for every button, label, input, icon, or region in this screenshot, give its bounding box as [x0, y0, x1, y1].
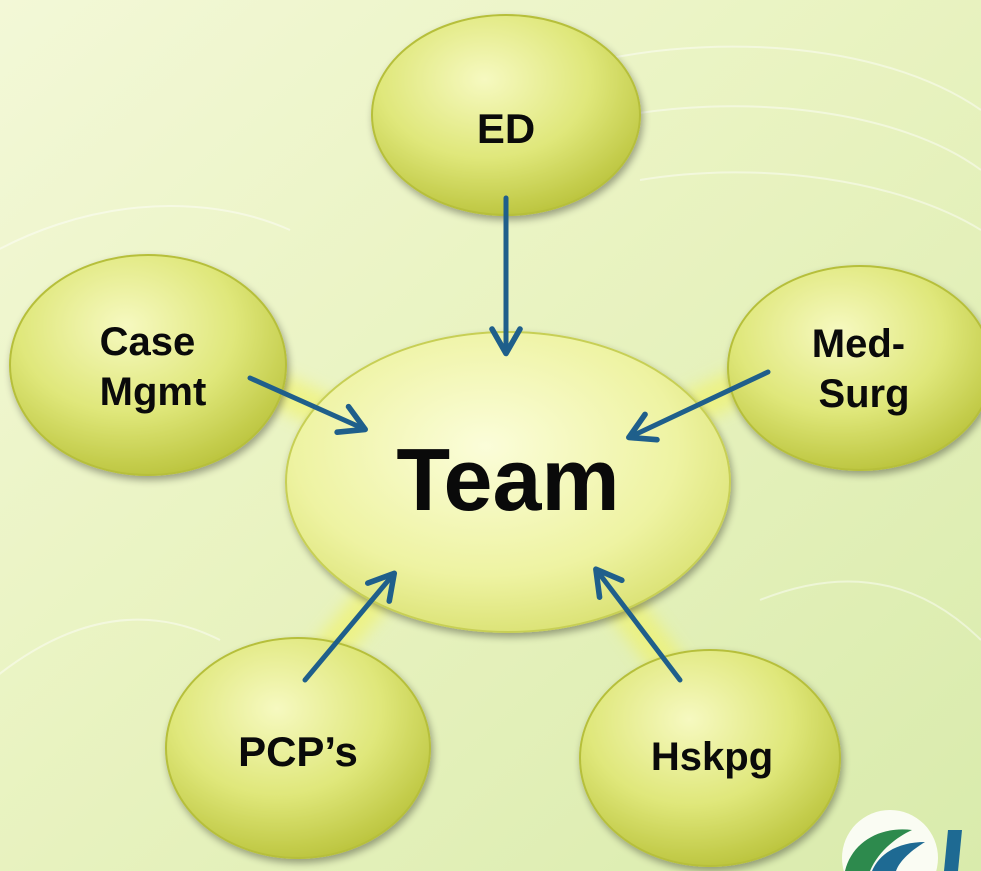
- satellite-hskpg: [579, 649, 841, 867]
- satellite-pcps: [165, 637, 431, 859]
- arrow-med-surg-to-center: [626, 369, 771, 443]
- satellite-med-surg-line-1: Med-: [812, 322, 905, 366]
- arrows: [247, 195, 771, 683]
- satellite-pcps-label: PCP’s: [238, 728, 358, 775]
- satellite-pcps-line-1: PCP’s: [238, 728, 358, 775]
- satellite-ed-label: ED: [477, 105, 535, 152]
- logo-swoosh-green: [845, 829, 912, 871]
- arrow-hskpg-to-center: [593, 566, 683, 683]
- satellite-med-surg-line-2: Surg: [818, 372, 909, 416]
- arrow-case-mgmt-to-center: [247, 375, 368, 436]
- center-label: Team: [396, 430, 619, 529]
- background-swirls: [0, 45, 981, 675]
- logo: [842, 810, 962, 871]
- satellite-med-surg-label: Med- Surg: [812, 322, 916, 416]
- satellite-hskpg-line-1: Hskpg: [651, 735, 773, 779]
- satellite-ed-line-1: ED: [477, 105, 535, 152]
- satellite-case-mgmt-line-1: Case: [100, 320, 196, 364]
- logo-mark: [944, 830, 962, 871]
- satellite-hskpg-label: Hskpg: [651, 735, 773, 779]
- arrow-pcps-to-center: [302, 570, 398, 683]
- satellite-case-mgmt-label: Case Mgmt: [100, 320, 207, 414]
- satellite-case-mgmt: [9, 254, 287, 476]
- satellite-case-mgmt-line-2: Mgmt: [100, 370, 207, 414]
- logo-swoosh-blue: [872, 842, 925, 871]
- satellite-med-surg: [727, 265, 981, 471]
